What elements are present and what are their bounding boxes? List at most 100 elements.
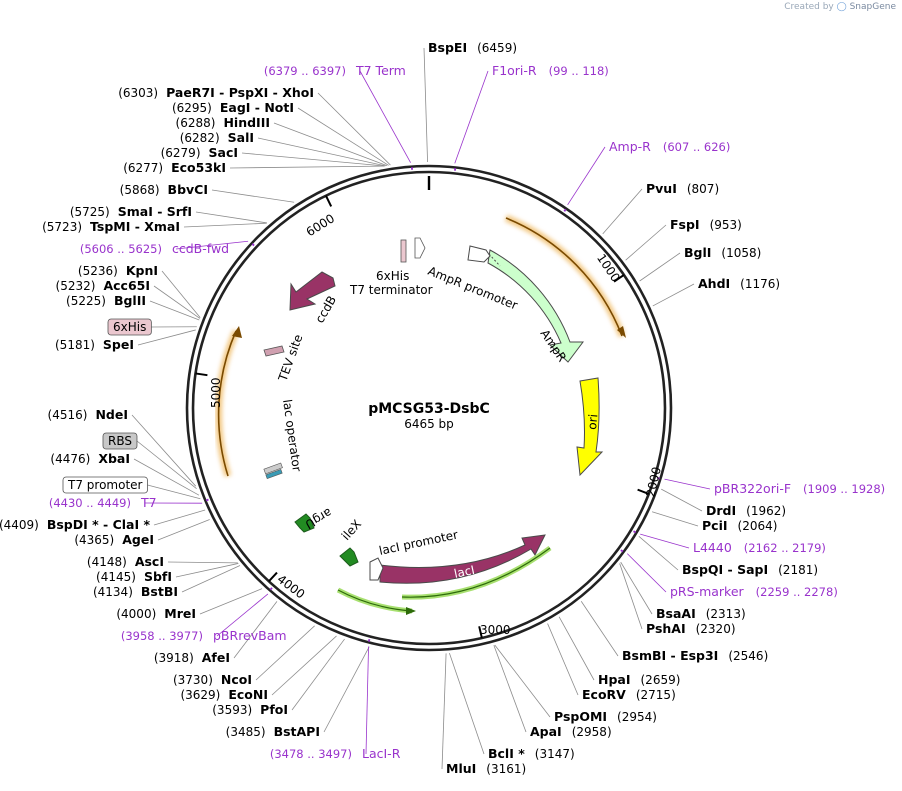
enzyme-name-pfoi: PfoI: [260, 702, 288, 717]
boxed-rect-sixhis: [107, 318, 152, 336]
enzyme-name-bcli: BclI *: [488, 746, 525, 761]
ampr-arrow: [487, 249, 584, 363]
enzyme-label-noti: EagI - NotI(6295): [172, 100, 294, 115]
primer-mark-ampr: [563, 208, 567, 212]
tick-label-6000: 6000: [304, 211, 337, 239]
enzyme-label-econi: EcoNI(3629): [180, 687, 268, 702]
enzyme-pos-asci: (4148): [87, 555, 127, 569]
enzyme-label-drdi: DrdI(1962): [706, 503, 786, 518]
primer-label-f1ori: F1ori-R(99 .. 118): [492, 63, 609, 78]
enzyme-name-hindiii: HindIII: [223, 115, 270, 130]
orange-arc-left: [217, 330, 237, 477]
enzyme-lead-pspomi: [494, 644, 551, 718]
ilex-arrow: [339, 547, 359, 567]
backbone: [185, 164, 673, 652]
enzyme-label-bcli: BclI * (3147): [488, 746, 575, 761]
enzyme-lead-bspei: [423, 47, 428, 163]
enzyme-name-afei: AfeI: [202, 650, 230, 665]
enzyme-name-drdi: DrdI: [706, 503, 736, 518]
primer-lead-lacir: [365, 646, 369, 755]
enzyme-lead-asci: [167, 561, 238, 564]
enzyme-lead-mlui: [441, 653, 447, 770]
enzyme-pos-bspdi: (4409): [0, 518, 39, 532]
leader-lines: [131, 47, 711, 770]
enzyme-label-pfoi: PfoI(3593): [212, 702, 288, 717]
green-arc-bottom-head: [406, 607, 416, 615]
enzyme-name-fspi: FspI: [670, 217, 700, 232]
enzyme-name-spei: SpeI: [103, 337, 134, 352]
ccdb-arrow: [289, 271, 336, 311]
enzyme-lead-sbfi: [175, 563, 239, 578]
boxed-label-rbs: RBS: [102, 432, 138, 450]
enzyme-label-pshai: PshAI(2320): [646, 621, 736, 636]
enzyme-name-bspdi: BspDI * - ClaI *: [47, 517, 151, 532]
enzyme-pos-xhoi: (6303): [118, 86, 158, 100]
enzyme-lead-bsmbi: [580, 601, 619, 657]
enzyme-lead-kpni: [161, 270, 201, 318]
enzyme-label-bglii: BglII(5225): [66, 293, 146, 308]
enzyme-lead-eco53ki: [229, 165, 385, 169]
enzyme-label-bspdi: BspDI * - ClaI * (4409): [0, 517, 150, 532]
primer-lead-f1ori: [454, 70, 489, 164]
enzyme-name-bbvci: BbvCI: [168, 182, 208, 197]
enzyme-label-srfi: SmaI - SrfI(5725): [70, 204, 192, 219]
tick-4000: [268, 571, 278, 583]
enzyme-name-bstapi: BstAPI: [274, 724, 320, 739]
enzyme-pos-pspomi: (2954): [617, 710, 657, 724]
tick-1000: [613, 274, 625, 283]
plasmid-length: 6465 bp: [404, 417, 454, 431]
enzyme-lead-bsaai: [620, 561, 653, 615]
enzyme-label-hpai: HpaI(2659): [598, 672, 680, 687]
boxed-text-rbs: RBS: [108, 434, 132, 448]
boxed-label-sixhis: 6xHis: [107, 318, 152, 336]
boxed-text-sixhis: 6xHis: [113, 320, 146, 334]
enzyme-lead-bstapi: [323, 646, 370, 733]
enzyme-name-bspei: BspEI: [428, 40, 467, 55]
enzyme-lead-bglii: [149, 300, 200, 321]
enzyme-name-bsmbi: BsmBI - Esp3I: [622, 648, 718, 663]
feature-label-lacipromoter: lacI promoter: [378, 528, 460, 558]
enzyme-pos-sali: (6282): [180, 131, 220, 145]
enzyme-lead-hpai: [558, 616, 595, 681]
enzyme-name-xhoi: PaeR7I - PspXI - XhoI: [166, 85, 314, 100]
feature-label-ilex: ileX: [339, 517, 364, 543]
enzyme-pos-ahdi: (1176): [740, 277, 780, 291]
enzyme-pos-bsaai: (2313): [706, 607, 746, 621]
enzyme-lead-bbvci: [211, 189, 295, 203]
tick-label-3000: 3000: [480, 623, 511, 637]
enzyme-lead-mrei: [199, 588, 263, 615]
enzyme-label-xmai: TspMI - XmaI(5723): [42, 219, 180, 234]
primer-label-bpr322: pBR322ori-F(1909 .. 1928): [714, 481, 885, 496]
enzyme-name-asci: AscI: [135, 554, 164, 569]
enzyme-name-hpai: HpaI: [598, 672, 631, 687]
t7terminator-arrow: [414, 237, 426, 259]
enzyme-label-mlui: MluI(3161): [446, 761, 526, 776]
primer-name-prs: pRS-marker: [670, 584, 745, 599]
enzyme-lead-xmai: [183, 222, 267, 228]
feature-label-sixhis: 6xHis: [376, 269, 409, 283]
green-arc-laci-core: [401, 547, 551, 598]
primer-range-t7term: (6379 .. 6397): [264, 64, 346, 78]
enzyme-lead-pfoi: [291, 638, 345, 711]
argu-arrow: [294, 513, 315, 533]
enzyme-pos-bcli: (3147): [535, 747, 575, 761]
enzyme-label-spei: SpeI(5181): [55, 337, 134, 352]
laci-arrow: [379, 534, 546, 584]
orange-arc-right: [505, 217, 623, 337]
enzyme-lead-acc65i: [153, 285, 201, 319]
enzyme-lead-ncoi: [255, 625, 315, 681]
feature-label-ccdb: ccdB: [312, 293, 339, 325]
enzyme-label-afei: AfeI(3918): [154, 650, 230, 665]
enzyme-lead-bgli: [639, 252, 681, 282]
enzyme-label-eco53ki: Eco53kI(6277): [123, 160, 226, 175]
tick-5000: [195, 372, 208, 377]
enzyme-name-agei: AgeI: [122, 532, 154, 547]
enzyme-lead-agei: [157, 519, 210, 541]
primer-mark-bpr322: [657, 477, 660, 480]
primer-name-f1ori: F1ori-R: [492, 63, 537, 78]
enzyme-name-sbfi: SbfI: [144, 569, 172, 584]
enzyme-label-xbai: XbaI(4476): [50, 451, 130, 466]
enzyme-label-apai: ApaI(2958): [530, 724, 612, 739]
primer-lead-t7term: [359, 70, 411, 163]
tick-2000: [637, 488, 650, 495]
